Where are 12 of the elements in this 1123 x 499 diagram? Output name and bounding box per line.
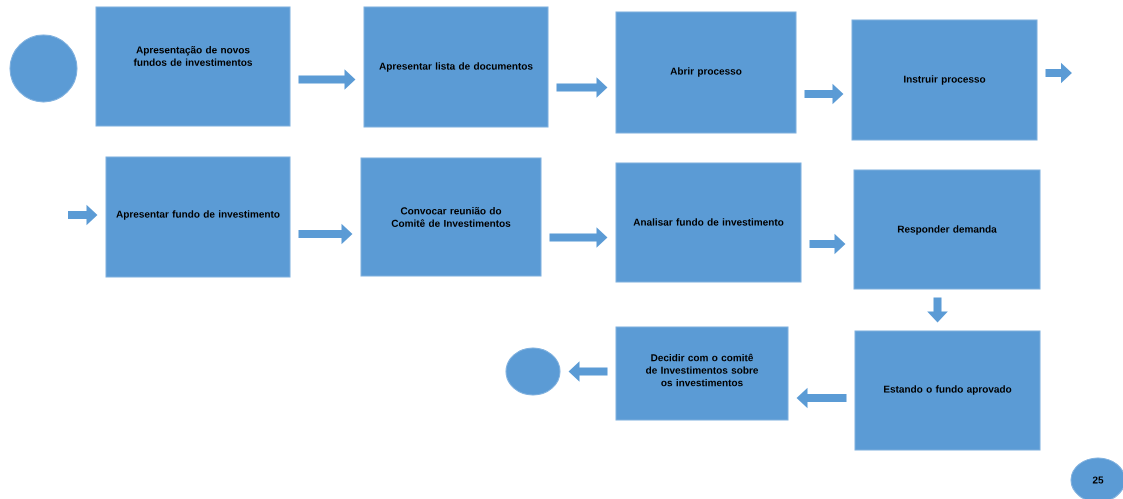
end-circle (9, 34, 78, 103)
process-box: Apresentar fundo de investimento (105, 156, 291, 278)
end-circle (505, 347, 561, 396)
process-box: Apresentar lista de documentos (363, 6, 549, 128)
process-box: Decidir com o comitê de Investimentos sobre os investimentos (615, 326, 789, 421)
process-box: Responder demanda (853, 169, 1041, 290)
process-box: Analisar fundo de investimento (615, 162, 802, 283)
process-box: Apresentação de novos fundos de investimentos (95, 6, 291, 127)
process-box: Estando o fundo aprovado (854, 330, 1041, 451)
process-box: Instruir processo (851, 19, 1038, 141)
process-box: Abrir processo (615, 11, 797, 134)
process-box: Convocar reunião do Comitê de Investimentos (360, 157, 542, 277)
